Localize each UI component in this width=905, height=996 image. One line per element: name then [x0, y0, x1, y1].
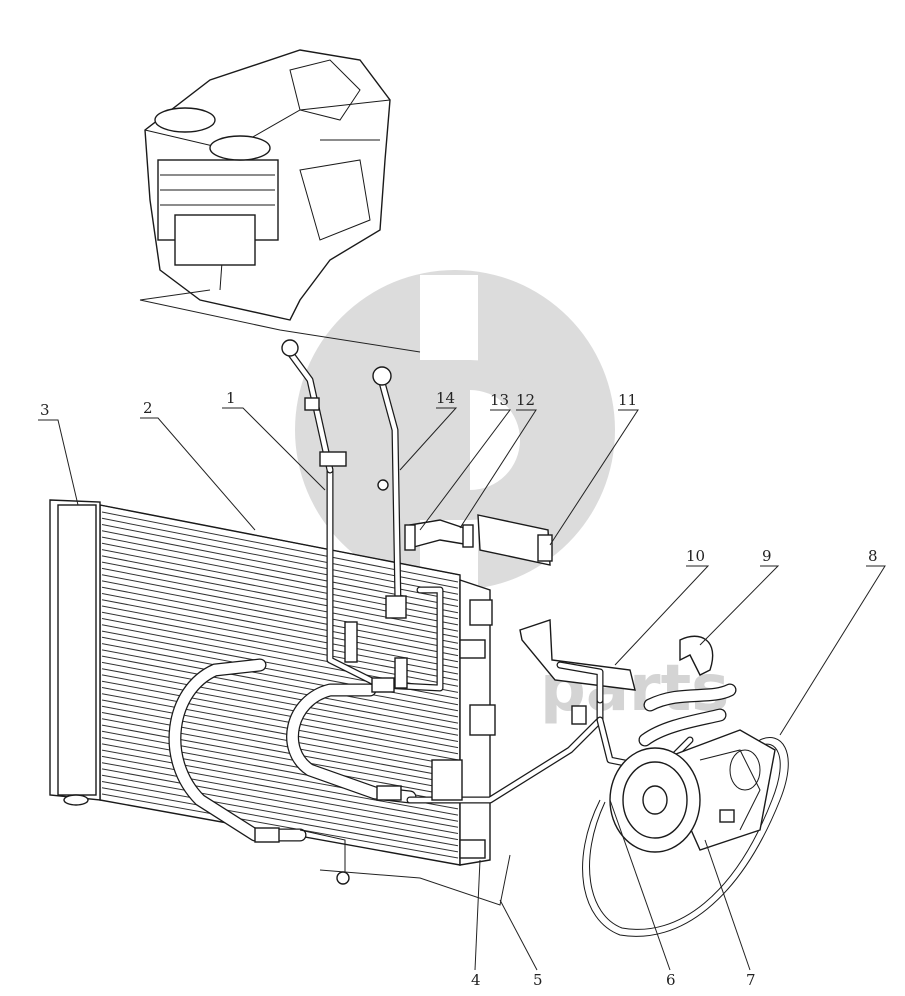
- hvac-module: [144, 49, 391, 321]
- condenser-fin-line: [101, 749, 459, 816]
- callout-labels: 3 2 1 14 13 12 11 10 9 8 4 5 6 7: [40, 389, 878, 989]
- callout-10: 10: [686, 547, 705, 565]
- condenser-fin-line: [101, 718, 459, 785]
- callout-12: 12: [516, 391, 535, 409]
- condenser-fin-line: [101, 649, 459, 718]
- callout-leaders: [38, 407, 886, 971]
- condenser-fin-line: [101, 561, 459, 632]
- callout-9: 9: [762, 547, 772, 565]
- condenser-fin-line: [101, 781, 459, 847]
- callout-2: 2: [143, 399, 153, 417]
- callout-3: 3: [40, 401, 50, 419]
- condenser-fin-line: [101, 593, 459, 663]
- callout-5: 5: [533, 971, 543, 989]
- callout-1: 1: [226, 389, 236, 407]
- condenser-fin-line: [101, 699, 459, 767]
- callout-4: 4: [471, 971, 481, 989]
- callout-6: 6: [666, 971, 676, 989]
- condenser-fin-line: [101, 774, 459, 841]
- condenser-fin-line: [101, 755, 459, 822]
- refrigerant-lines: [168, 339, 737, 885]
- condenser-fin-line: [101, 724, 459, 791]
- callout-11: 11: [618, 391, 637, 409]
- callout-14: 14: [436, 389, 455, 407]
- condenser-fin-line: [101, 705, 459, 773]
- pipe-10-assembly: [519, 619, 714, 725]
- callout-7: 7: [746, 971, 756, 989]
- condenser-fin-line: [101, 787, 459, 853]
- condenser-fin-line: [101, 768, 459, 834]
- condenser-fin-line: [101, 693, 459, 761]
- condenser-fin-line: [101, 655, 459, 724]
- condenser-fin-line: [101, 687, 459, 755]
- condenser-fin-line: [101, 599, 459, 669]
- condenser-fin-line: [101, 674, 459, 742]
- callout-8: 8: [868, 547, 878, 565]
- condenser-fin-line: [101, 680, 459, 749]
- condenser-fin-line: [101, 793, 459, 859]
- compressor: [582, 729, 789, 937]
- bottom-guides: [319, 854, 511, 906]
- brackets: [404, 514, 553, 566]
- condenser-fin-line: [101, 712, 459, 779]
- condenser-fin-line: [101, 580, 459, 650]
- condenser-fin-line: [101, 574, 459, 644]
- condenser-fin-line: [101, 636, 459, 706]
- condenser-fin-line: [101, 567, 459, 638]
- condenser-fin-line: [101, 586, 459, 657]
- condenser-fin-line: [101, 643, 459, 712]
- condenser-fin-line: [101, 661, 459, 730]
- condenser-fin-line: [101, 668, 459, 736]
- connection-guides: [139, 289, 421, 353]
- callout-13: 13: [490, 391, 509, 409]
- condenser-fin-line: [101, 762, 459, 828]
